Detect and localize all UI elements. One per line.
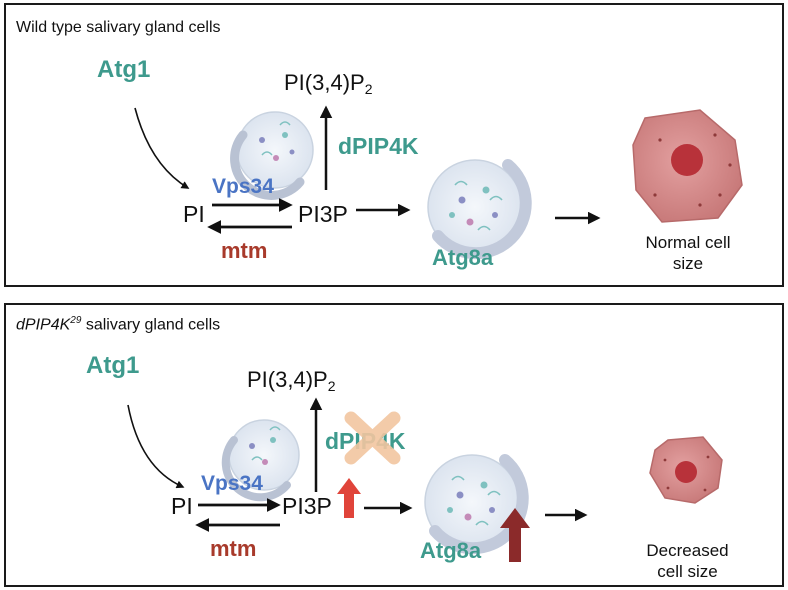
vps34-label-bottom: Vps34 <box>201 472 263 495</box>
autophagosome-bottom <box>424 454 529 555</box>
small-cell <box>649 436 723 504</box>
pip2-subscript-top: 2 <box>364 81 373 97</box>
panel-title-gene: dPIP4K <box>16 316 71 334</box>
atg8a-label-bottom: Atg8a <box>420 538 482 563</box>
pip2-base-top: PI(3,4)P <box>284 70 365 95</box>
small-vesicle-top <box>230 111 314 200</box>
autophagosome-top <box>427 159 532 260</box>
normal-cell-caption-line2: size <box>672 254 704 273</box>
mtm-label-top: mtm <box>221 238 268 263</box>
atg1-label-top: Atg1 <box>97 56 151 83</box>
panel-title-rest: salivary gland cells <box>81 316 221 334</box>
small-vesicle-bottom <box>221 419 300 502</box>
atg1-curve-arrow-top <box>134 107 190 189</box>
wild-type-panel-border <box>4 3 784 287</box>
dpip4k-label-top: dPIP4K <box>338 133 419 159</box>
normal-cell-caption: Normal cell size <box>633 234 743 272</box>
pip2-label-bottom: PI(3,4)P2 <box>247 367 336 394</box>
decreased-cell-caption-line1: Decreased <box>646 541 729 560</box>
panel-title-mutant: dPIP4K29 salivary gland cells <box>16 316 220 333</box>
normal-cell-caption-line1: Normal cell <box>645 233 731 252</box>
pi3p-increase-up-arrow <box>337 478 361 518</box>
atg1-label-bottom: Atg1 <box>86 352 140 379</box>
pip2-base-bottom: PI(3,4)P <box>247 367 328 392</box>
mutant-panel <box>4 303 784 587</box>
panel-title-wild-type: Wild type salivary gland cells <box>16 19 221 36</box>
pi3p-label-top: PI3P <box>298 201 348 227</box>
pi-label-bottom: PI <box>171 493 193 519</box>
pip2-label-top: PI(3,4)P2 <box>284 70 373 97</box>
decreased-cell-caption-line2: cell size <box>657 562 718 581</box>
pi3p-label-bottom: PI3P <box>282 493 332 519</box>
normal-cell <box>632 109 743 223</box>
atg8a-increase-up-arrow <box>500 508 530 562</box>
atg1-curve-arrow-bottom <box>127 404 185 489</box>
atg8a-label-top: Atg8a <box>432 245 494 270</box>
panel-title-allele: 29 <box>70 315 82 326</box>
vps34-label-top: Vps34 <box>212 175 274 198</box>
pip2-subscript-bottom: 2 <box>327 378 336 394</box>
pi-label-top: PI <box>183 201 205 227</box>
mtm-label-bottom: mtm <box>210 536 257 561</box>
decreased-cell-caption: Decreased cell size <box>630 542 745 580</box>
